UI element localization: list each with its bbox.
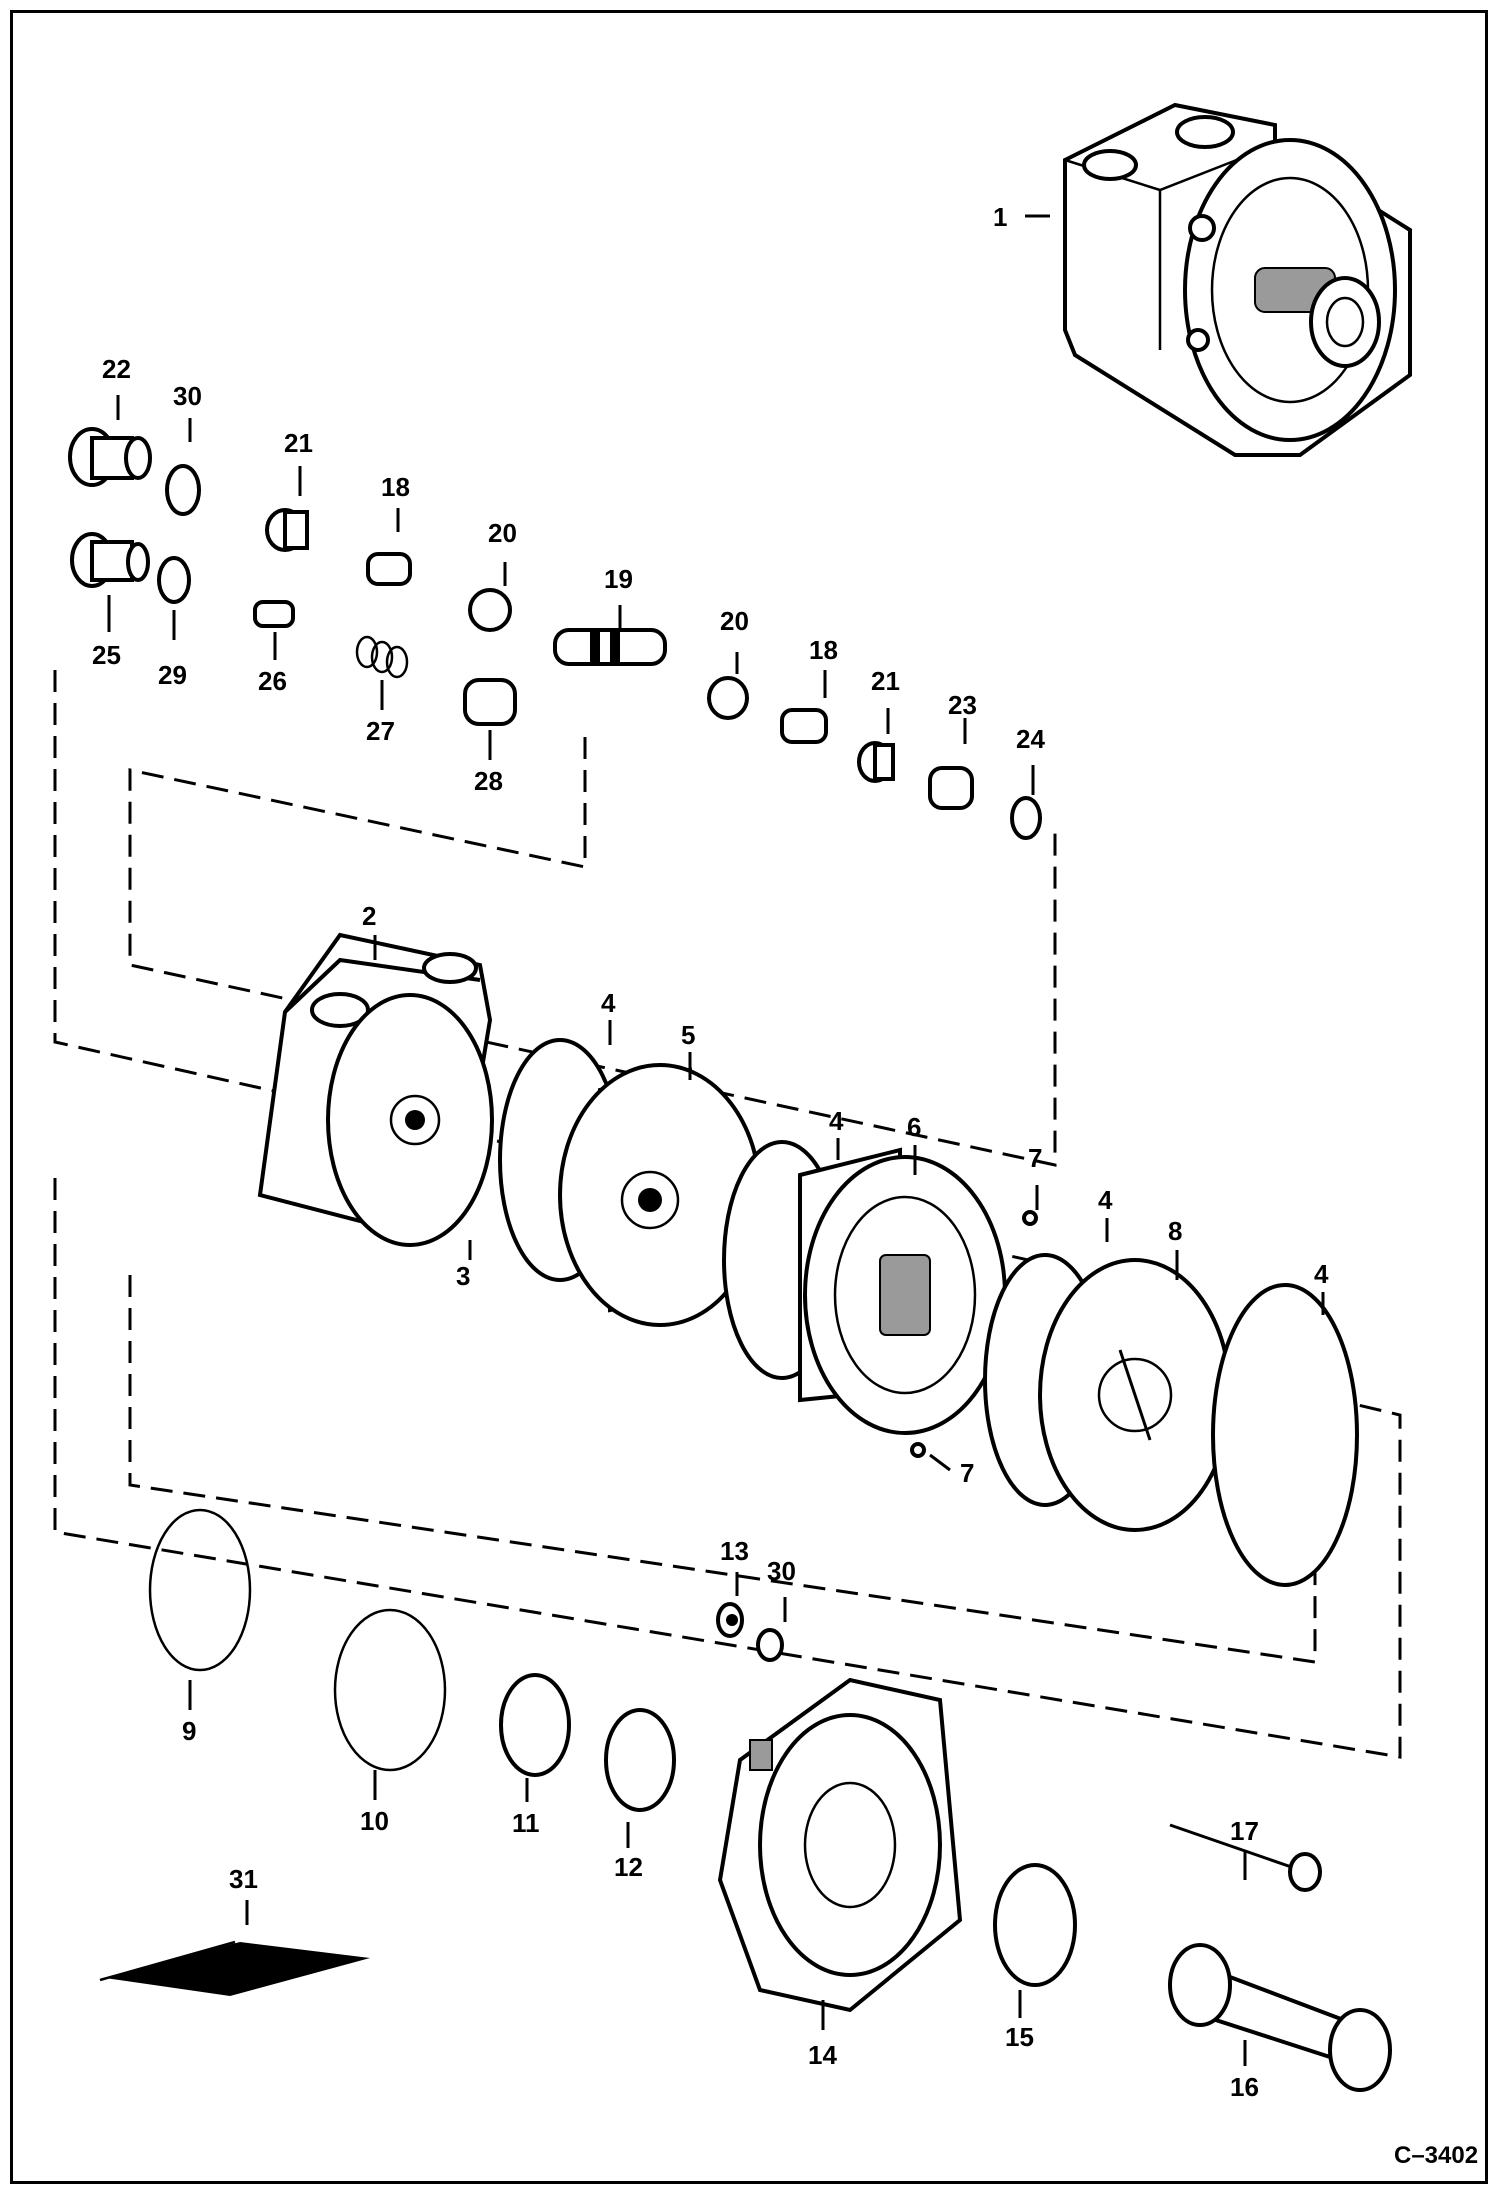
callout-1: 1 (993, 202, 1007, 232)
callout-6: 6 (907, 1112, 921, 1142)
callout-16: 16 (1230, 2072, 1259, 2102)
part-9-backup-ring (148, 1508, 252, 1672)
part-22-plug (68, 427, 152, 487)
part-14-mounting-flange (717, 1677, 963, 2013)
callout-7b: 7 (960, 1458, 974, 1488)
callout-21a: 21 (284, 428, 313, 458)
part-20-poppet-upper (468, 588, 512, 632)
callout-2: 2 (362, 901, 376, 931)
part-20-poppet-lower (707, 676, 749, 720)
part-6-gerotor (798, 1147, 1007, 1435)
callout-21b: 21 (871, 666, 900, 696)
callout-3: 3 (456, 1261, 470, 1291)
part-19-shuttle-spool (553, 628, 667, 666)
part-30-o-ring-upper (165, 464, 201, 516)
callout-25: 25 (92, 640, 121, 670)
part-27-rings (355, 635, 409, 679)
callout-29: 29 (158, 660, 187, 690)
part-1-spline-gear (1309, 276, 1381, 368)
callout-17: 17 (1230, 1816, 1259, 1846)
part-18-spring-upper (366, 552, 412, 586)
callout-labels: 1 2 3 4 4 4 4 5 6 7 7 8 9 10 11 12 13 14… (92, 202, 1478, 2169)
part-8-balance-plate (1038, 1258, 1232, 1532)
part-13-plug (716, 1602, 744, 1638)
part-25-plug (70, 532, 150, 588)
part-21-seat-lower (857, 741, 895, 783)
callout-19: 19 (604, 564, 633, 594)
part-10-retainer (333, 1608, 447, 1772)
callout-26: 26 (258, 666, 287, 696)
part-29-o-ring (157, 556, 191, 604)
callout-28: 28 (474, 766, 503, 796)
callout-13: 13 (720, 1536, 749, 1566)
callout-10: 10 (360, 1806, 389, 1836)
callout-24: 24 (1016, 724, 1045, 754)
callout-9: 9 (182, 1716, 196, 1746)
part-24-o-ring (1010, 796, 1042, 840)
part-28-sleeve (463, 678, 517, 726)
part-2-valve-housing (257, 932, 494, 1247)
part-23-plug (928, 766, 974, 810)
part-4-seal-d (1211, 1283, 1359, 1587)
callout-31: 31 (229, 1864, 258, 1894)
part-15-seal (993, 1863, 1077, 1987)
part-5-valve-plate (558, 1063, 762, 1327)
callout-11: 11 (512, 1808, 540, 1838)
part-21-seat-upper (265, 508, 309, 552)
callout-15: 15 (1005, 2022, 1034, 2052)
callout-18a: 18 (381, 472, 410, 502)
callout-23: 23 (948, 690, 977, 720)
part-30-o-ring-lower (756, 1628, 784, 1662)
part-31-kit-sheet (99, 1940, 370, 1996)
part-12-seal (604, 1708, 676, 1812)
callout-4a: 4 (601, 988, 616, 1018)
callout-30a: 30 (173, 381, 202, 411)
callout-8: 8 (1168, 1216, 1182, 1246)
callout-12: 12 (614, 1852, 643, 1882)
callout-4b: 4 (829, 1106, 844, 1136)
callout-20b: 20 (720, 606, 749, 636)
callout-4c: 4 (1098, 1185, 1113, 1215)
callout-5: 5 (681, 1020, 695, 1050)
callout-4d: 4 (1314, 1259, 1329, 1289)
diagram-frame (10, 10, 1488, 2184)
part-1-motor-assembly (1063, 102, 1412, 457)
callout-30b: 30 (767, 1556, 796, 1586)
callout-27: 27 (366, 716, 395, 746)
part-11-seal (499, 1673, 571, 1777)
callout-18b: 18 (809, 635, 838, 665)
part-16-shaft (1168, 1943, 1392, 2092)
callout-7a: 7 (1028, 1143, 1042, 1173)
part-17-bolt (1169, 1823, 1322, 1892)
figure-id: C–3402 (1394, 2142, 1478, 2169)
callout-14: 14 (808, 2040, 837, 2070)
callout-20a: 20 (488, 518, 517, 548)
callout-22: 22 (102, 354, 131, 384)
leader-lines (107, 214, 1325, 2066)
part-18-spring-lower (780, 708, 828, 744)
part-26-spring (253, 600, 295, 628)
part-7-pins (910, 1210, 1038, 1458)
